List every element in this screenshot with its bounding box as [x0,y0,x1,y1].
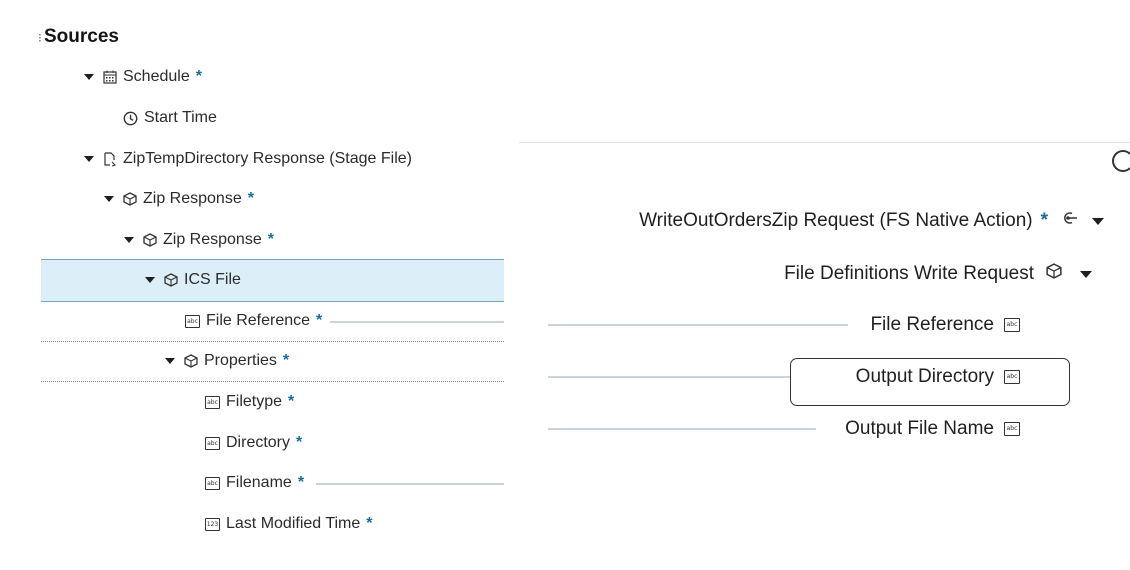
tree-node-label: File Reference [206,312,311,329]
tree-node-label: ZipTempDirectory Response (Stage File) [123,150,412,167]
panel-divider [519,142,1130,143]
required-marker: * [247,190,254,207]
required-marker: * [282,352,290,369]
tree-node-label: Output Directory [855,366,994,387]
drag-handle-icon: ⁝ [38,31,42,45]
tree-node-label: Properties [204,352,277,369]
tree-node-last-modified-time[interactable]: 123 Last Modified Time * [205,515,373,533]
caret-down-icon[interactable] [1080,270,1092,278]
target-node-writeoutorderszip-request[interactable]: WriteOutOrdersZip Request (FS Native Act… [639,210,1104,232]
tree-node-file-reference[interactable]: abc File Reference * [185,312,322,330]
file-response-icon [103,151,117,167]
mapping-line [548,428,816,430]
sources-title: Sources [44,26,119,47]
object-cube-icon [143,233,157,247]
caret-down-icon[interactable] [165,358,175,364]
focused-node-outline [790,358,1070,406]
tree-node-label: Zip Response [143,190,242,207]
target-node-output-directory[interactable]: Output Directory abc [856,366,1020,388]
caret-down-icon[interactable] [145,277,155,283]
target-node-output-file-name[interactable]: Output File Name abc [845,418,1020,440]
required-marker: * [267,231,274,248]
mapping-line [548,376,790,378]
tree-node-label: File Reference [870,314,994,335]
tree-node-schedule[interactable]: Schedule * [84,68,202,86]
target-node-file-reference[interactable]: File Reference abc [870,314,1020,336]
required-marker: * [296,434,303,451]
caret-down-icon[interactable] [84,74,94,80]
tree-node-label: File Definitions Write Request [784,263,1034,284]
row-separator [41,381,504,382]
tree-node-label: Output File Name [845,418,994,439]
connection-icon [1060,210,1078,232]
tree-node-label: Zip Response [163,231,262,248]
caret-down-icon[interactable] [1092,217,1104,225]
tree-node-label: Schedule [123,68,190,85]
required-marker: * [316,312,323,329]
object-cube-icon [184,354,198,368]
selected-row-highlight [41,259,504,302]
tree-node-zip-response-inner[interactable]: Zip Response * [124,231,274,249]
required-marker: * [1040,210,1048,231]
string-type-icon: abc [1004,422,1020,436]
tree-node-label: Filetype [226,393,283,410]
string-type-icon: abc [1004,370,1020,384]
tree-node-directory[interactable]: abc Directory * [205,434,302,452]
object-cube-icon [123,192,137,206]
object-cube-icon [164,273,178,287]
clock-icon [123,111,138,126]
tree-node-ziptempdirectory-response[interactable]: ZipTempDirectory Response (Stage File) [84,150,412,168]
row-separator [41,341,504,342]
string-type-icon: abc [1004,318,1020,332]
object-cube-icon [1046,263,1062,285]
caret-down-icon[interactable] [104,196,114,202]
caret-down-icon[interactable] [84,156,94,162]
string-type-icon: abc [205,436,220,450]
tree-node-label: Filename [226,474,292,491]
tree-node-label: Directory [226,434,291,451]
calendar-icon [103,70,117,84]
required-marker: * [297,474,305,491]
string-type-icon: abc [185,314,200,328]
tree-node-filename[interactable]: abc Filename * [205,474,304,492]
tree-node-label: Start Time [144,109,217,126]
target-node-file-definitions-write-request[interactable]: File Definitions Write Request [784,263,1092,285]
tree-node-start-time[interactable]: Start Time [123,109,217,127]
tree-node-label: Last Modified Time [226,515,361,532]
mapping-line [548,324,848,326]
required-marker: * [288,393,295,410]
partial-circle-icon[interactable] [1112,150,1130,172]
tree-node-filetype[interactable]: abc Filetype * [205,393,294,411]
tree-node-ics-file[interactable]: ICS File [145,271,241,289]
mapping-line [330,321,504,323]
string-type-icon: abc [205,395,220,409]
mapping-line [316,483,504,485]
string-type-icon: abc [205,476,220,490]
tree-node-properties[interactable]: Properties * [165,352,289,370]
required-marker: * [195,68,202,85]
tree-node-label: ICS File [184,271,241,288]
number-type-icon: 123 [205,517,220,531]
required-marker: * [366,515,373,532]
tree-node-zip-response[interactable]: Zip Response * [104,190,254,208]
tree-node-label: WriteOutOrdersZip Request (FS Native Act… [639,210,1033,231]
caret-down-icon[interactable] [124,237,134,243]
